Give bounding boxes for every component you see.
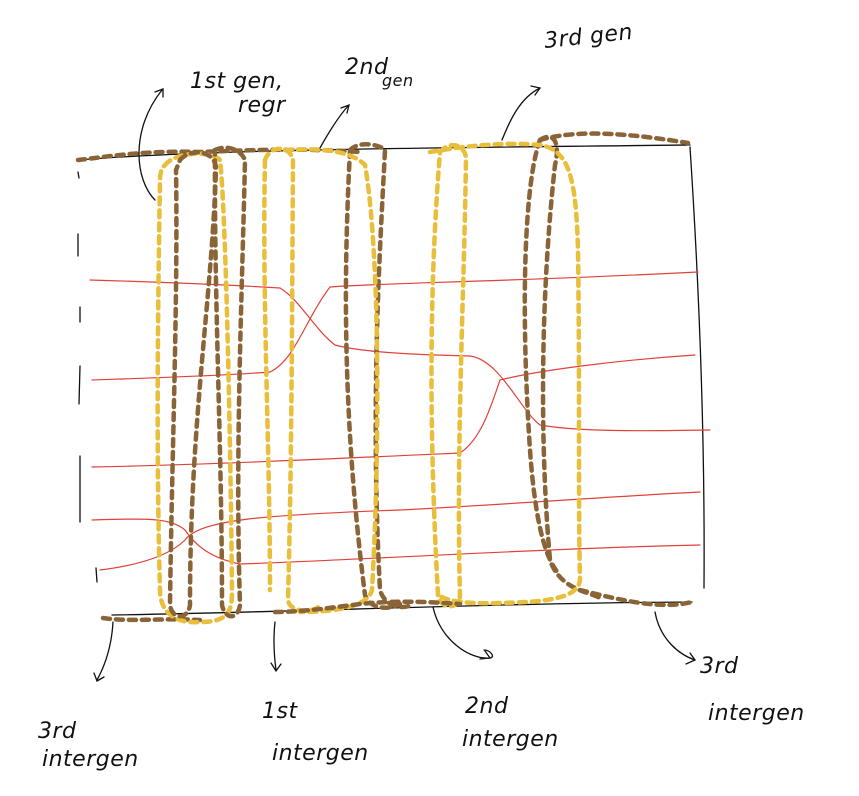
loop-gold-4	[429, 142, 469, 609]
label-intergen3-left-line2: intergen	[42, 747, 139, 772]
label-gen2-line1: 2nd	[345, 55, 389, 80]
arrow-intergen3-left	[96, 621, 114, 681]
strands	[89, 271, 711, 571]
loop-gold-1	[155, 151, 235, 625]
arrow-intergen2	[432, 606, 494, 659]
label-intergen3-right-line1: 3rd	[700, 654, 739, 679]
arrow-intergen1	[273, 621, 277, 671]
label-gen3: 3rd gen	[543, 20, 634, 54]
label-gen1-line2: regr	[238, 93, 287, 118]
label-gen1-line1: 1st gen,	[190, 69, 284, 94]
loop-gold-5	[427, 141, 583, 606]
label-gen2-line2: gen	[382, 71, 414, 90]
label-intergen2-line2: intergen	[462, 727, 559, 752]
arrow-intergen3-right	[654, 611, 696, 661]
labels: 1st gen, regr 2nd gen 3rd gen 3rd interg…	[38, 20, 805, 772]
arrow-gen3	[501, 87, 541, 141]
loop-gold-3	[282, 147, 380, 615]
loop-gold-2	[262, 146, 323, 613]
annotation-arrows	[93, 85, 696, 682]
arrow-gen2	[319, 105, 349, 149]
dashed-loops	[75, 131, 695, 625]
label-intergen3-right-line2: intergen	[708, 701, 805, 726]
bottom-dashed-border	[100, 615, 203, 623]
label-intergen1-line1: 1st	[262, 699, 298, 724]
arrow-gen1	[138, 89, 163, 201]
label-intergen2-line1: 2nd	[465, 694, 509, 719]
label-intergen3-left-line1: 3rd	[38, 719, 77, 744]
loop-brown-2	[212, 145, 248, 619]
label-intergen1-line2: intergen	[272, 741, 369, 766]
